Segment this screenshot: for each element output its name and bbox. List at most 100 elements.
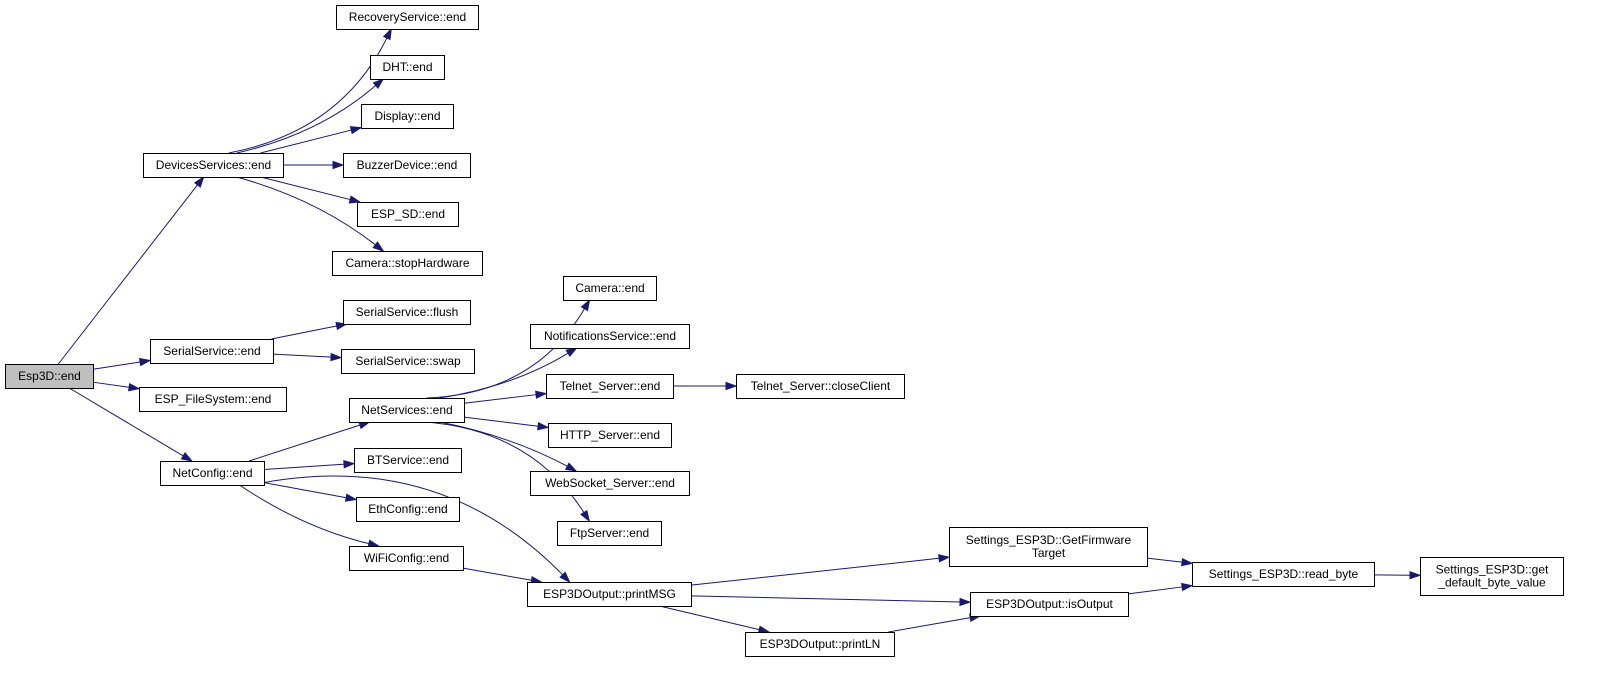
arrowhead [537,421,550,431]
node-label: DHT::end [382,60,432,74]
edge-esp3d_end-to-fs_end [92,381,141,392]
node-notif-end[interactable]: NotificationsService::end [530,324,690,349]
node-netconfig-end[interactable]: NetConfig::end [160,461,265,486]
node-box [341,349,475,374]
node-ftp-end[interactable]: FtpServer::end [557,521,662,546]
arrowhead [580,509,591,523]
node-label: ESP_SD::end [371,207,445,221]
node-box [546,374,674,399]
node-buzzer-end[interactable]: BuzzerDevice::end [343,153,471,178]
edge-devices_end-to-display_end [260,126,363,154]
node-box [139,387,287,412]
node-box [332,251,483,276]
node-recovery-end[interactable]: RecoveryService::end [336,5,479,30]
node-println[interactable]: ESP3DOutput::printLN [745,632,895,657]
node-label: ESP_FileSystem::end [155,392,272,406]
node-telnet-end[interactable]: Telnet_Server::end [546,374,674,399]
edge-devices_end-to-espsd_end [260,176,362,204]
node-isoutput[interactable]: ESP3DOutput::isOutput [970,592,1129,617]
node-box [1192,562,1375,587]
edge-netservices_end-to-ws_end [439,421,578,472]
edges-layer [57,27,1422,634]
node-label: HTTP_Server::end [560,428,660,442]
node-label: Esp3D::end [18,369,81,383]
node-label: Camera::end [575,281,644,295]
arrowhead [565,347,578,358]
arrowhead [959,597,972,607]
node-label: _default_byte_value [1437,576,1546,590]
node-box [150,339,274,364]
arrowhead [580,298,591,312]
node-serial-swap[interactable]: SerialService::swap [341,349,475,374]
node-ws-end[interactable]: WebSocket_Server::end [530,471,690,496]
node-netservices-end[interactable]: NetServices::end [349,398,465,423]
node-get-default[interactable]: Settings_ESP3D::get_default_byte_value [1420,557,1564,596]
node-box [370,55,445,80]
node-box [527,582,692,607]
node-label: Settings_ESP3D::GetFirmware [966,533,1132,547]
edge-devices_end-to-dht_end [236,78,385,154]
node-label: Settings_ESP3D::get [1436,563,1549,577]
node-eth-end[interactable]: EthConfig::end [356,497,460,522]
edge-netservices_end-to-notif_end [439,347,578,399]
arrowhead [725,381,738,391]
node-espsd-end[interactable]: ESP_SD::end [357,202,459,227]
node-label: Target [1032,546,1066,560]
node-label: NetConfig::end [172,466,252,480]
node-read-byte[interactable]: Settings_ESP3D::read_byte [1192,562,1375,587]
node-label: DevicesServices::end [156,158,271,172]
node-camera-stop[interactable]: Camera::stopHardware [332,251,483,276]
node-esp3d-end[interactable]: Esp3D::end [5,364,94,389]
node-bt-end[interactable]: BTService::end [354,448,462,473]
node-box [343,300,471,325]
edge-printmsg-to-getfw [690,554,951,586]
node-http-end[interactable]: HTTP_Server::end [548,423,672,448]
node-dht-end[interactable]: DHT::end [370,55,445,80]
node-wifi-end[interactable]: WiFiConfig::end [349,546,464,571]
edge-netconfig_end-to-wifi_end [239,484,381,548]
node-box [745,632,895,657]
edge-serial_end-to-serial_flush [271,321,348,340]
node-box [336,5,479,30]
arrowhead [564,462,578,472]
node-fs-end[interactable]: ESP_FileSystem::end [139,387,287,412]
node-label: SerialService::flush [356,305,459,319]
edge-esp3d_end-to-devices_end [57,175,205,365]
node-serial-end[interactable]: SerialService::end [150,339,274,364]
arrowhead [1181,557,1194,567]
node-box [736,374,905,399]
node-telnet-close[interactable]: Telnet_Server::closeClient [736,374,905,399]
edge-devices_end-to-camera_stop [236,176,385,252]
node-label: FtpServer::end [570,526,649,540]
arrowhead [138,357,152,367]
node-devices-end[interactable]: DevicesServices::end [143,153,284,178]
edge-serial_end-to-serial_swap [272,352,343,362]
edge-read_byte-to-get_default [1373,571,1422,580]
node-label: SerialService::swap [355,354,461,368]
arrowhead [535,390,548,399]
node-serial-flush[interactable]: SerialService::flush [343,300,471,325]
edge-println-to-isoutput [888,613,982,633]
edge-netconfig_end-to-eth_end [263,482,358,502]
node-box [970,592,1129,617]
node-display-end[interactable]: Display::end [361,104,454,129]
arrowhead [372,78,385,90]
node-box [357,202,459,227]
node-box [343,153,471,178]
node-printmsg[interactable]: ESP3DOutput::printMSG [527,582,692,607]
node-label: Camera::stopHardware [345,256,469,270]
node-label: BuzzerDevice::end [357,158,458,172]
node-label: Display::end [374,109,440,123]
node-box [349,546,464,571]
edge-esp3d_end-to-netconfig_end [68,387,194,462]
node-box [563,276,657,301]
node-box [354,448,462,473]
node-box [160,461,265,486]
node-label: NetServices::end [361,403,452,417]
node-camera-end[interactable]: Camera::end [563,276,657,301]
arrowhead [128,383,141,392]
node-box [548,423,672,448]
edge-netconfig_end-to-printmsg [251,475,571,584]
